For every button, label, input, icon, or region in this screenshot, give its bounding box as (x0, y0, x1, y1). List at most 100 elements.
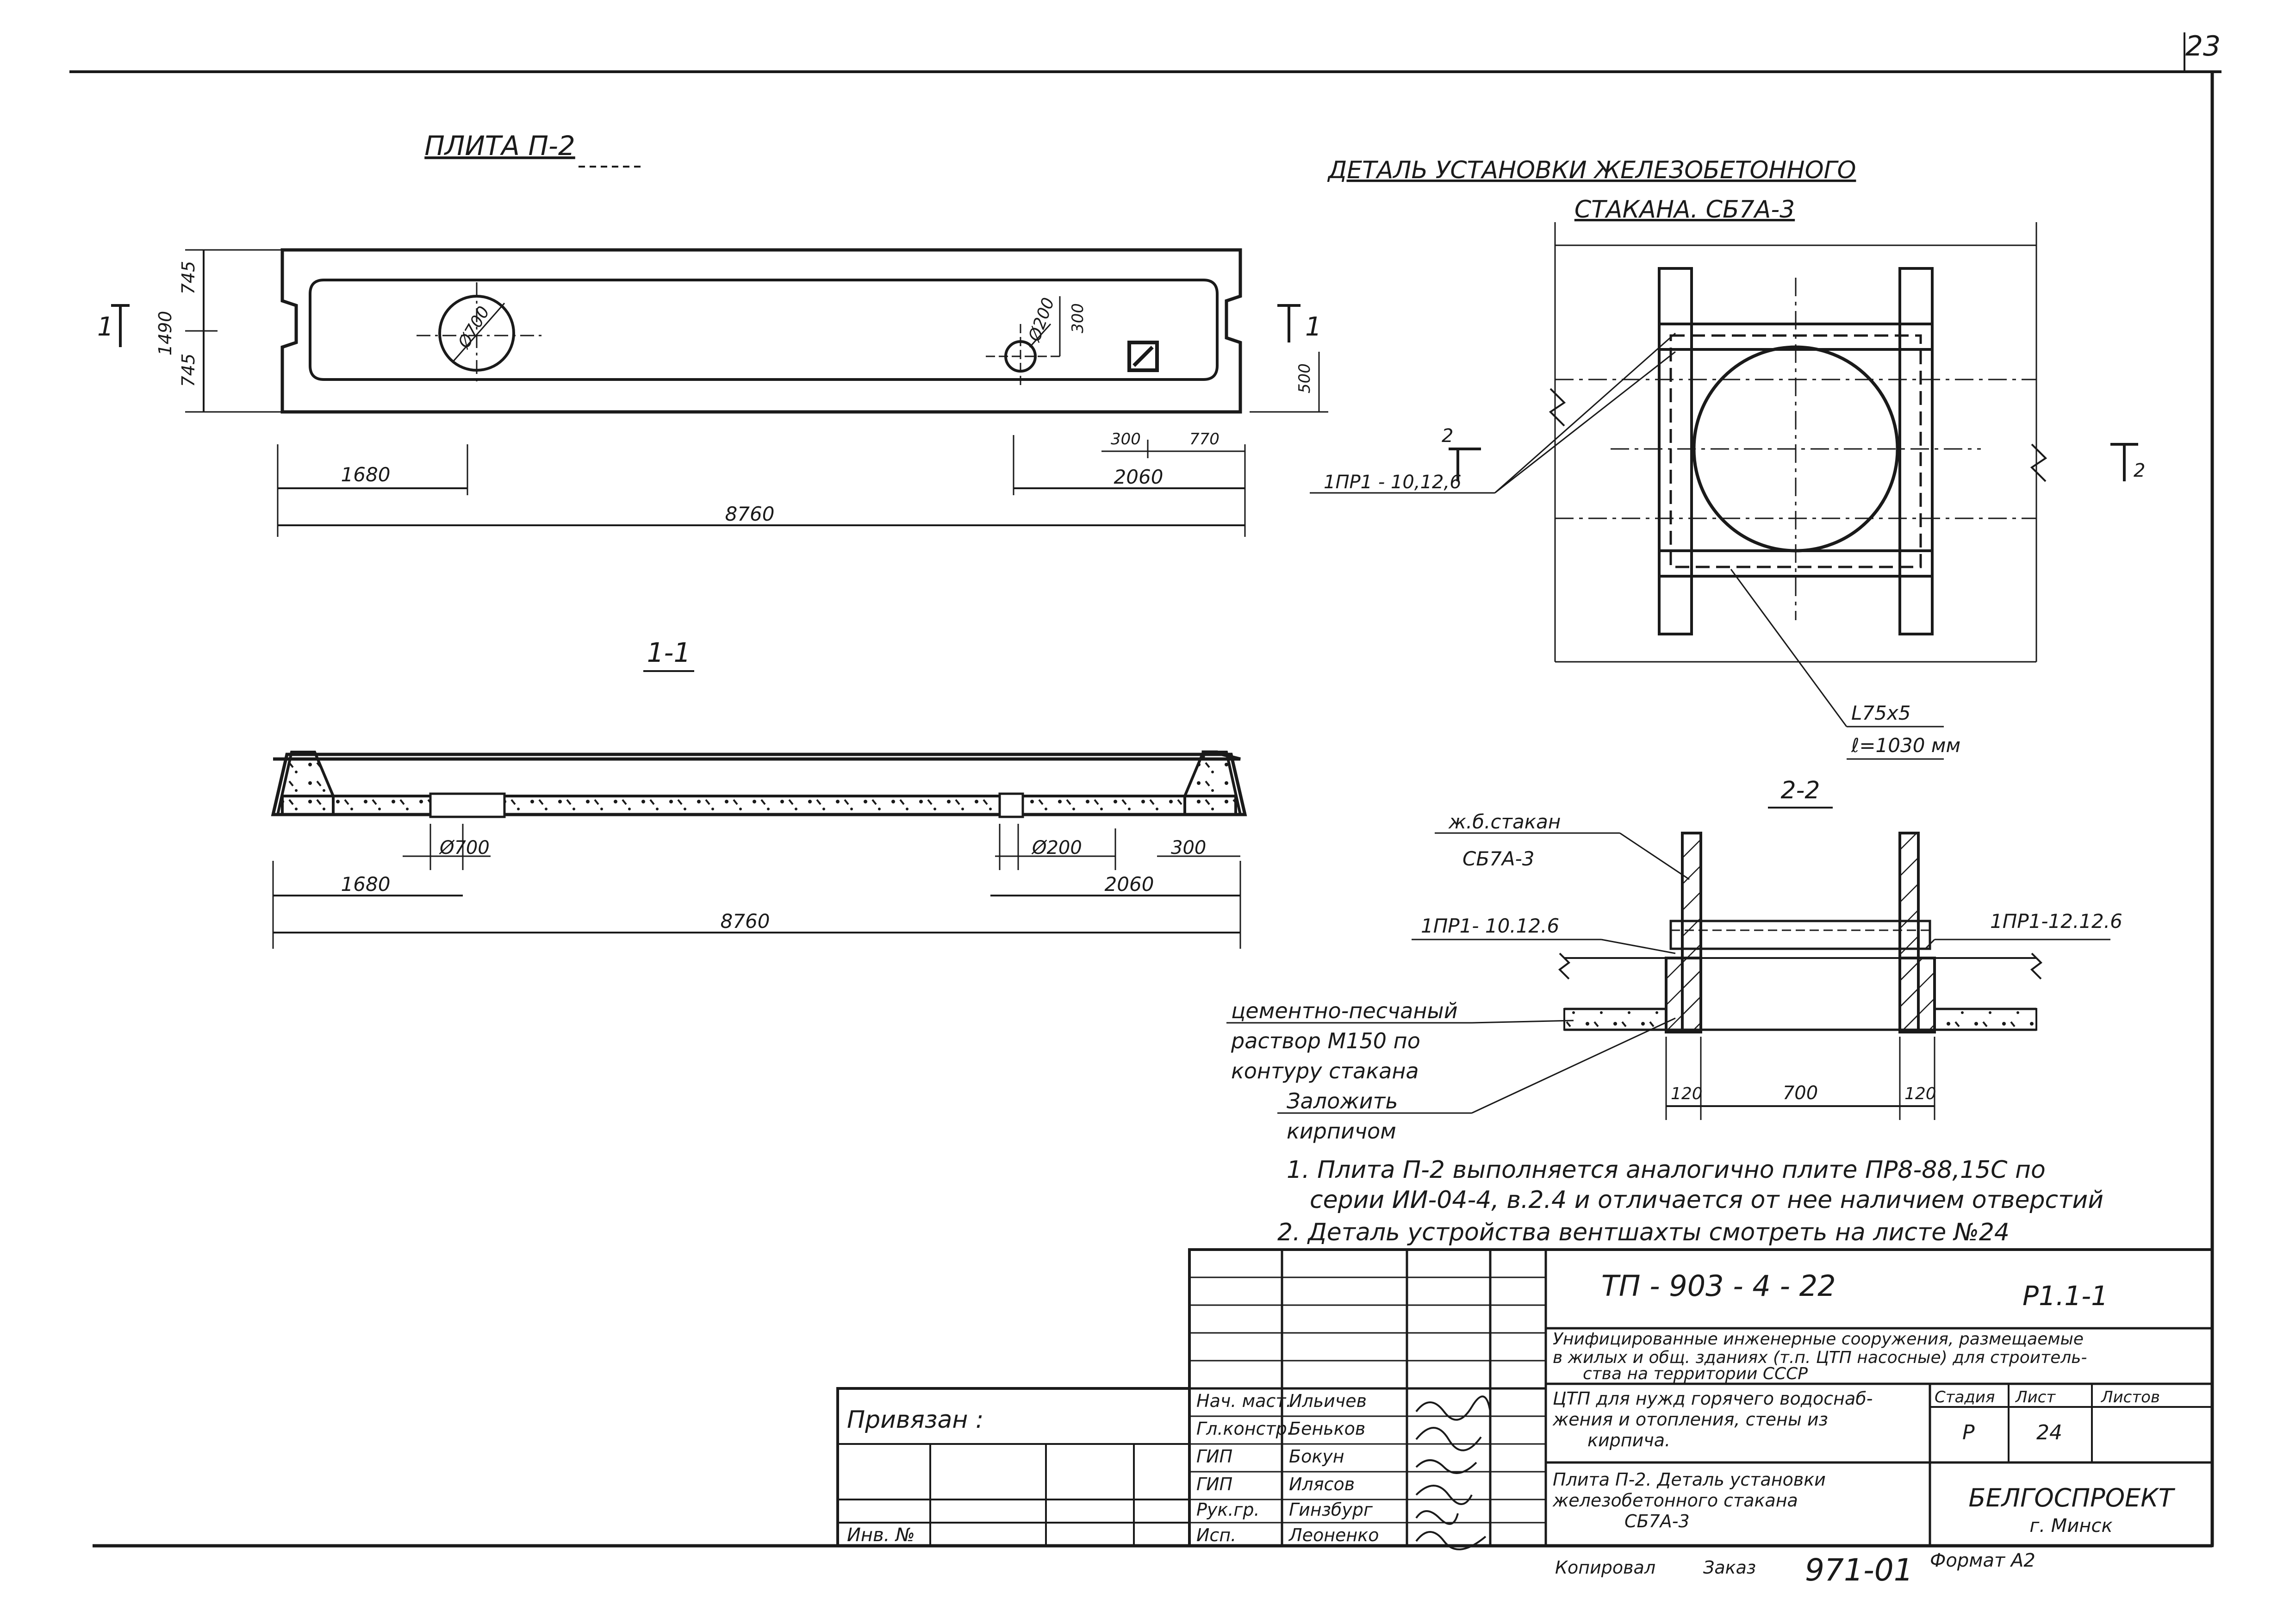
stamp-org-city: г. Минск (2029, 1515, 2112, 1537)
section-mark-right: 1 (1305, 312, 1322, 342)
footer-copied: Копировал (1555, 1557, 1655, 1578)
note-2: 2. Деталь устройства вентшахты смотреть … (1277, 1219, 2010, 1246)
hole-200-label: Ø200 (1025, 295, 1058, 345)
stamp-object-line2: жения и отопления, стены из (1552, 1409, 1828, 1430)
stamp-org-name: БЕЛГОСПРОЕКТ (1968, 1483, 2175, 1512)
dim-8760: 8760 (725, 503, 775, 525)
dim-120-right: 120 (1904, 1084, 1936, 1103)
stamp-inv: Инв. № (847, 1524, 915, 1546)
role-1: Гл.констр. (1196, 1419, 1293, 1439)
label-pr-right: 1ПР1-12.12.6 (1990, 910, 2122, 933)
name-3: Илясов (1289, 1474, 1355, 1494)
name-1: Беньков (1289, 1419, 1365, 1439)
section11-hole700: Ø700 (439, 837, 490, 859)
role-3: ГИП (1196, 1474, 1232, 1494)
dim-2060: 2060 (1114, 466, 1164, 488)
stamp-title-line2: железобетонного стакана (1552, 1490, 1798, 1511)
section11-title: 1-1 (647, 637, 691, 668)
role-2: ГИП (1196, 1446, 1232, 1467)
dim-1680: 1680 (341, 463, 391, 486)
title-block: Привязан : Инв. № Нач. маст. Гл.констр. … (836, 1248, 2214, 1588)
signatures (1415, 1395, 1491, 1550)
role-5: Исп. (1196, 1525, 1236, 1545)
detail-title-line1: ДЕТАЛЬ УСТАНОВКИ ЖЕЛЕЗОБЕТОННОГО (1327, 156, 1856, 184)
dim-120-left: 120 (1671, 1084, 1703, 1103)
dim-770: 770 (1189, 430, 1220, 448)
stamp-privyazan: Привязан : (847, 1406, 983, 1434)
stamp-sheet-label: Лист (2015, 1388, 2056, 1406)
dim-700: 700 (1783, 1083, 1818, 1104)
stamp-stage-label: Стадия (1935, 1388, 1995, 1406)
dim-500: 500 (1295, 363, 1314, 393)
footer-format: Формат А2 (1930, 1550, 2035, 1571)
post-right (1898, 267, 1934, 635)
notes: 1. Плита П-2 выполняется аналогично плит… (1277, 1156, 2103, 1246)
section11-dim300: 300 (1171, 837, 1206, 859)
role-4: Рук.гр. (1196, 1500, 1260, 1520)
name-2: Бокун (1289, 1446, 1344, 1467)
stamp-sheets-label: Листов (2100, 1388, 2160, 1406)
label-glass1: ж.б.стакан (1448, 810, 1561, 833)
label-glass2: СБ7А-3 (1462, 847, 1534, 870)
detail-angle-length: ℓ=1030 мм (1851, 734, 1960, 757)
stamp-stage-value: Р (1962, 1421, 1975, 1444)
section11-dim1680: 1680 (341, 873, 391, 896)
dim-745-bottom: 745 (178, 354, 199, 387)
section11-dim8760: 8760 (721, 910, 770, 933)
detail-label-pr: 1ПР1 - 10,12,6 (1324, 472, 1462, 493)
stamp-sheet-value: 24 (2036, 1421, 2062, 1444)
plate-plan: ПЛИТА П-2 Ø700 Ø200 300 1490 745 745 1 (97, 130, 1328, 537)
name-4: Гинзбург (1289, 1500, 1373, 1520)
label-mortar3: контуру стакана (1231, 1058, 1419, 1083)
label-brick2: кирпичом (1287, 1119, 1396, 1144)
note-1-cont: серии ИИ-04-4, в.2.4 и отличается от нее… (1310, 1186, 2103, 1214)
section11-rib-left (276, 751, 335, 816)
name-0: Ильичев (1289, 1391, 1367, 1411)
stamp-code: ТП - 903 - 4 - 22 (1601, 1269, 1836, 1303)
brick-left (1665, 957, 1702, 1033)
dim-745-top: 745 (178, 261, 199, 295)
stamp-object-line1: ЦТП для нужд горячего водоснаб- (1553, 1388, 1873, 1409)
stamp-project-line2: в жилых и общ. зданиях (т.п. ЦТП насосны… (1553, 1348, 2087, 1367)
footer-order-num: 971-01 (1805, 1552, 1913, 1588)
label-brick1: Заложить (1287, 1089, 1398, 1114)
dim-300-vert: 300 (1069, 303, 1087, 333)
stamp-title-line3: СБ7А-3 (1624, 1511, 1690, 1531)
section-mark-left: 1 (97, 312, 114, 342)
detail-mark2-left: 2 (1442, 425, 1453, 447)
detail-title-line2: СТАКАНА. СБ7А-3 (1574, 196, 1795, 224)
sheet-frame (69, 32, 2221, 1548)
label-pr-left: 1ПР1- 10.12.6 (1421, 915, 1559, 937)
dim-300: 300 (1111, 430, 1141, 448)
section22-title: 2-2 (1781, 777, 1820, 804)
detail-mark2-right: 2 (2134, 460, 2145, 481)
footer-order: Заказ (1703, 1557, 1756, 1578)
section11-fill (281, 795, 1237, 816)
name-5: Леоненко (1288, 1525, 1379, 1545)
hole-700-label: Ø700 (454, 303, 493, 352)
role-0: Нач. маст. (1196, 1391, 1292, 1411)
stamp-row-lines (1189, 1276, 1546, 1524)
section11-hole200: Ø200 (1031, 837, 1082, 859)
stamp-title-line1: Плита П-2. Деталь установки (1553, 1469, 1826, 1490)
plate-outline (280, 248, 1242, 414)
section11-rib-right (1183, 751, 1242, 816)
plate-rib (309, 279, 1219, 381)
brick-right (1898, 957, 1936, 1033)
plate-title: ПЛИТА П-2 (424, 130, 575, 162)
stamp-sheet-code: Р1.1-1 (2022, 1280, 2108, 1312)
section-1-1: 1-1 Ø700 Ø200 300 1680 2060 8760 (271, 637, 1247, 949)
page-number: 23 (2185, 30, 2221, 62)
post-left (1658, 267, 1693, 635)
section11-dim2060: 2060 (1105, 873, 1154, 896)
label-mortar2: раствор М150 по (1231, 1028, 1420, 1053)
stamp-project-line3: ства на территории СССР (1583, 1364, 1808, 1383)
stamp-object-line3: кирпича. (1587, 1430, 1670, 1450)
label-mortar1: цементно-песчаный (1231, 998, 1458, 1023)
section-2-2: 2-2 ж.б.стакан СБ7А-3 1ПР1- 10.12.6 1ПР1… (1226, 777, 2122, 1144)
stamp-project-line1: Унифицированные инженерные сооружения, р… (1553, 1330, 2084, 1349)
detail-plan: ДЕТАЛЬ УСТАНОВКИ ЖЕЛЕЗОБЕТОННОГО СТАКАНА… (1310, 156, 2145, 760)
note-1: 1. Плита П-2 выполняется аналогично плит… (1287, 1156, 2046, 1184)
dim-1490: 1490 (155, 311, 175, 356)
